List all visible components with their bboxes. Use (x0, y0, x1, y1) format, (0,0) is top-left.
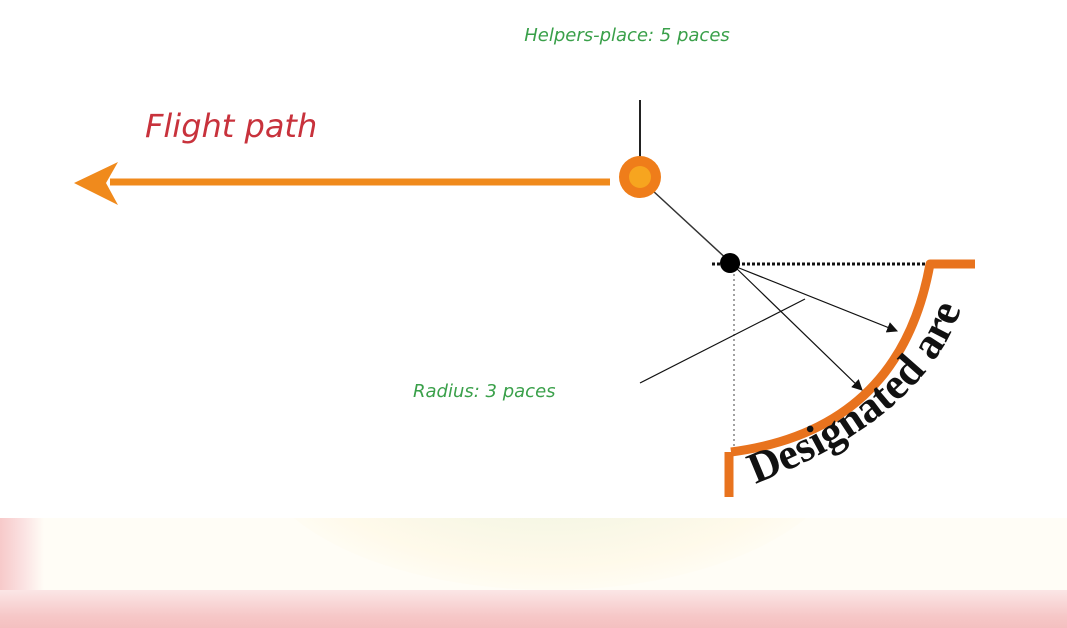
radius-label: Radius: 3 paces (413, 381, 556, 402)
helpers-place-marker (619, 156, 661, 198)
pivot-point (720, 253, 740, 273)
radius-arrow-lower (733, 265, 863, 391)
designated-area-boundary (724, 259, 975, 497)
flight-diagram: Helpers-place: 5 paces Flight path Radiu… (0, 0, 975, 497)
diagram-panel (0, 0, 1067, 518)
helpers-place-label: Helpers-place: 5 paces (524, 25, 730, 46)
designated-area-label: Designated area (0, 0, 971, 493)
slide-bottom-border (0, 590, 1067, 628)
helpers-diagonal-line (651, 189, 731, 263)
flight-path-label: Flight path (145, 107, 317, 145)
flight-path-arrow (74, 162, 610, 205)
radius-leader-line (639, 298, 806, 384)
radius-arrow-upper (733, 265, 899, 333)
